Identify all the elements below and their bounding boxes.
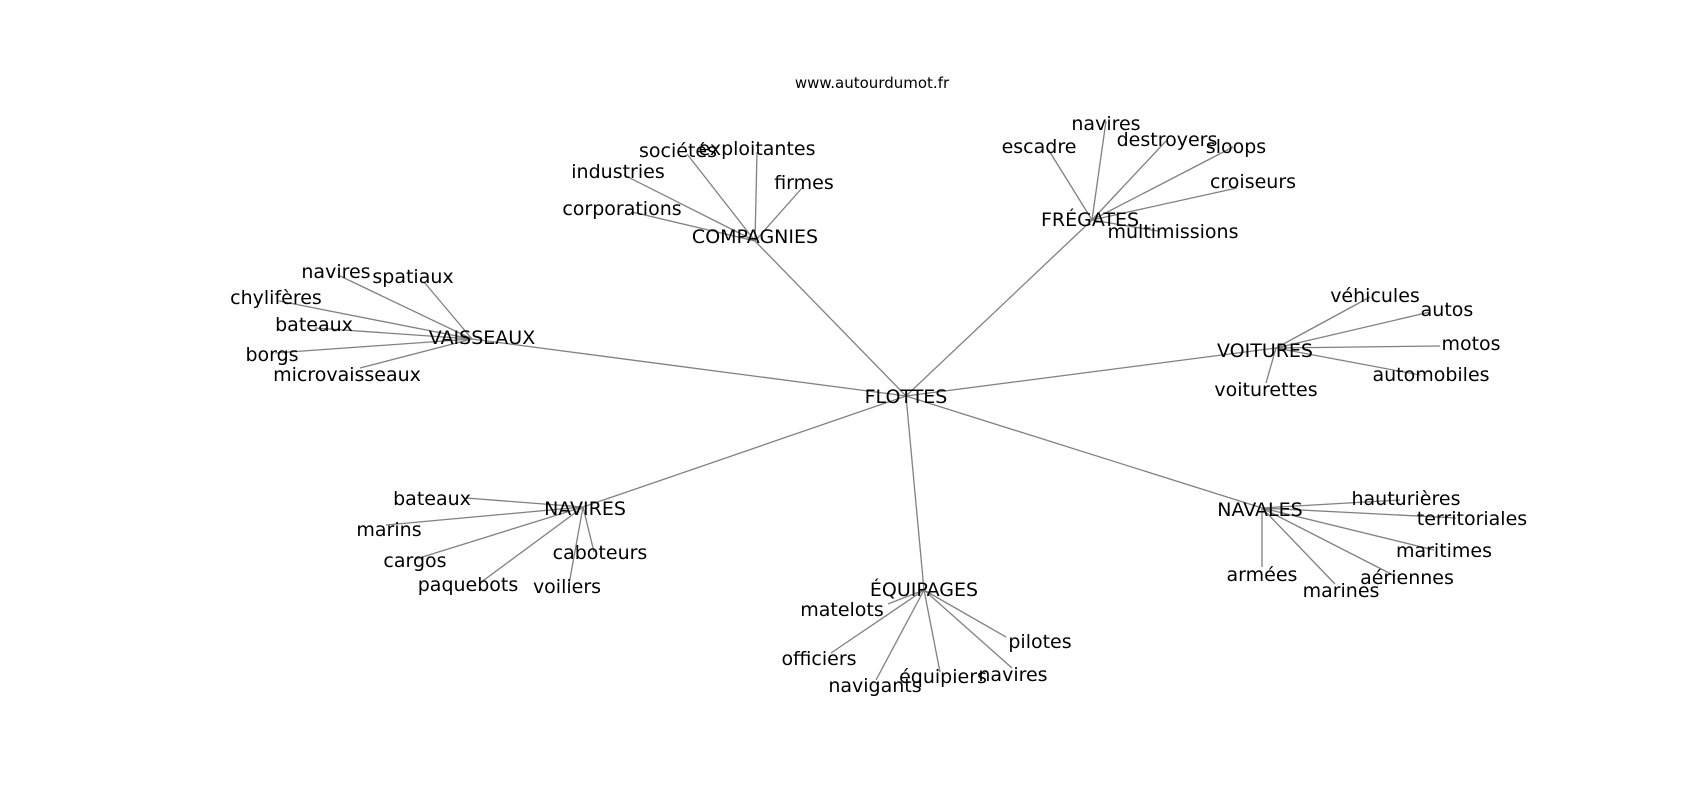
- edge-root-4: [582, 395, 907, 508]
- edge-group-6-leaf-1: [1261, 507, 1457, 519]
- edge-group-1-leaf-1: [754, 151, 758, 242]
- leaf-node-label: bateaux: [275, 314, 353, 336]
- edge-group-4-leaf-4: [582, 506, 595, 553]
- edge-group-5-leaf-5: [923, 589, 1007, 638]
- leaf-node-label: véhicules: [1330, 285, 1420, 307]
- edge-group-2-leaf-5: [1091, 219, 1159, 232]
- edge-group-1-leaf-3: [754, 187, 803, 242]
- edge-group-2-leaf-2: [1091, 140, 1167, 221]
- leaf-node-label: navires: [1071, 113, 1140, 135]
- leaf-node-label: cargos: [383, 550, 446, 572]
- group-node-label: NAVIRES: [544, 498, 626, 520]
- leaf-node-label: aériennes: [1360, 567, 1454, 589]
- edge-group-1-leaf-2: [623, 174, 756, 242]
- edge-root-3: [905, 347, 1277, 397]
- leaf-node-label: voiliers: [533, 576, 601, 598]
- edge-group-0-leaf-3: [314, 327, 473, 340]
- leaf-node-label: exploitantes: [698, 138, 815, 160]
- site-url: www.autourdumot.fr: [795, 74, 950, 92]
- edge-group-5-leaf-2: [875, 589, 925, 681]
- leaf-node-label: corporations: [562, 198, 681, 220]
- edge-group-5-leaf-0: [887, 589, 925, 605]
- leaf-node-label: navires: [978, 664, 1047, 686]
- edge-group-4-leaf-0: [465, 497, 584, 508]
- leaf-node-label: multimissions: [1108, 221, 1239, 243]
- leaf-node-label: pilotes: [1008, 631, 1071, 653]
- leaf-node-label: officiers: [781, 648, 856, 670]
- edge-root-2: [905, 219, 1093, 397]
- edge-group-4-leaf-2: [415, 506, 584, 560]
- edge-group-5-leaf-1: [830, 589, 925, 654]
- leaf-node-label: hauturières: [1352, 488, 1461, 510]
- edge-group-3-leaf-0: [1275, 296, 1371, 349]
- group-node-label: COMPAGNIES: [692, 226, 818, 248]
- edge-root-5: [905, 395, 925, 591]
- leaf-node-label: matelots: [800, 599, 884, 621]
- edge-group-5-leaf-4: [923, 589, 1013, 669]
- leaf-node-label: navires: [301, 261, 370, 283]
- edge-group-6-leaf-3: [1261, 507, 1396, 577]
- leaf-node-label: territoriales: [1417, 508, 1527, 530]
- leaf-node-label: spatiaux: [372, 266, 453, 288]
- leaf-node-label: automobiles: [1372, 364, 1489, 386]
- leaf-node-label: maritimes: [1396, 540, 1492, 562]
- leaf-node-label: destroyers: [1117, 129, 1218, 151]
- edge-group-1-leaf-4: [631, 211, 756, 242]
- leaf-node-label: paquebots: [418, 574, 519, 596]
- leaf-node-label: caboteurs: [553, 542, 648, 564]
- edge-group-0-leaf-5: [359, 338, 473, 369]
- leaf-node-label: chylifères: [230, 287, 322, 309]
- edge-group-4-leaf-3: [479, 506, 584, 584]
- leaf-node-label: bateaux: [393, 488, 471, 510]
- leaf-node-label: escadre: [1002, 136, 1077, 158]
- edges: [274, 120, 1457, 681]
- edge-group-3-leaf-3: [1275, 347, 1421, 376]
- leaf-node-label: voiturettes: [1214, 379, 1317, 401]
- edge-group-6-leaf-4: [1261, 507, 1336, 585]
- group-node-label: NAVALES: [1217, 499, 1302, 521]
- leaf-node-label: navigants: [828, 675, 921, 697]
- leaf-node-label: motos: [1441, 333, 1500, 355]
- leaf-node-label: autos: [1421, 299, 1474, 321]
- group-node-label: VAISSEAUX: [429, 327, 535, 349]
- edge-group-0-leaf-0: [337, 274, 473, 340]
- edge-group-3-leaf-4: [1265, 347, 1277, 384]
- edge-root-0: [471, 338, 907, 397]
- leaf-node-label: marins: [356, 519, 421, 541]
- edge-group-6-leaf-2: [1261, 507, 1435, 551]
- edge-group-0-leaf-4: [274, 338, 473, 354]
- edge-group-5-leaf-3: [923, 589, 941, 673]
- leaf-node-label: équipiers: [899, 666, 987, 688]
- leaf-node-label: marines: [1303, 580, 1380, 602]
- edge-group-0-leaf-1: [423, 281, 473, 340]
- edge-group-3-leaf-2: [1275, 345, 1441, 349]
- root-node-label: FLOTTES: [865, 386, 948, 408]
- edge-group-2-leaf-1: [1091, 120, 1107, 221]
- leaf-node-label: firmes: [774, 172, 834, 194]
- leaf-node-label: croiseurs: [1210, 171, 1296, 193]
- edge-root-1: [754, 240, 907, 397]
- edge-group-1-leaf-0: [686, 153, 756, 242]
- edge-group-6-leaf-0: [1261, 499, 1401, 509]
- edge-group-2-leaf-4: [1091, 187, 1238, 221]
- leaf-node-label: industries: [571, 161, 664, 183]
- edge-group-2-leaf-3: [1091, 146, 1234, 221]
- leaf-node-label: armées: [1227, 564, 1298, 586]
- group-node-label: FRÉGATES: [1041, 208, 1139, 231]
- edge-group-3-leaf-1: [1275, 311, 1431, 349]
- leaf-node-label: microvaisseaux: [273, 364, 421, 386]
- edge-group-0-leaf-2: [278, 300, 473, 340]
- edge-root-6: [905, 395, 1263, 509]
- leaf-node-label: sociétés: [639, 140, 717, 162]
- edge-group-4-leaf-5: [568, 506, 584, 585]
- group-node-label: ÉQUIPAGES: [870, 578, 978, 601]
- edge-group-4-leaf-1: [385, 506, 584, 526]
- group-node-label: VOITURES: [1217, 340, 1313, 362]
- leaf-node-label: borgs: [245, 344, 298, 366]
- leaf-node-label: sloops: [1206, 136, 1266, 158]
- edge-group-2-leaf-0: [1047, 148, 1093, 221]
